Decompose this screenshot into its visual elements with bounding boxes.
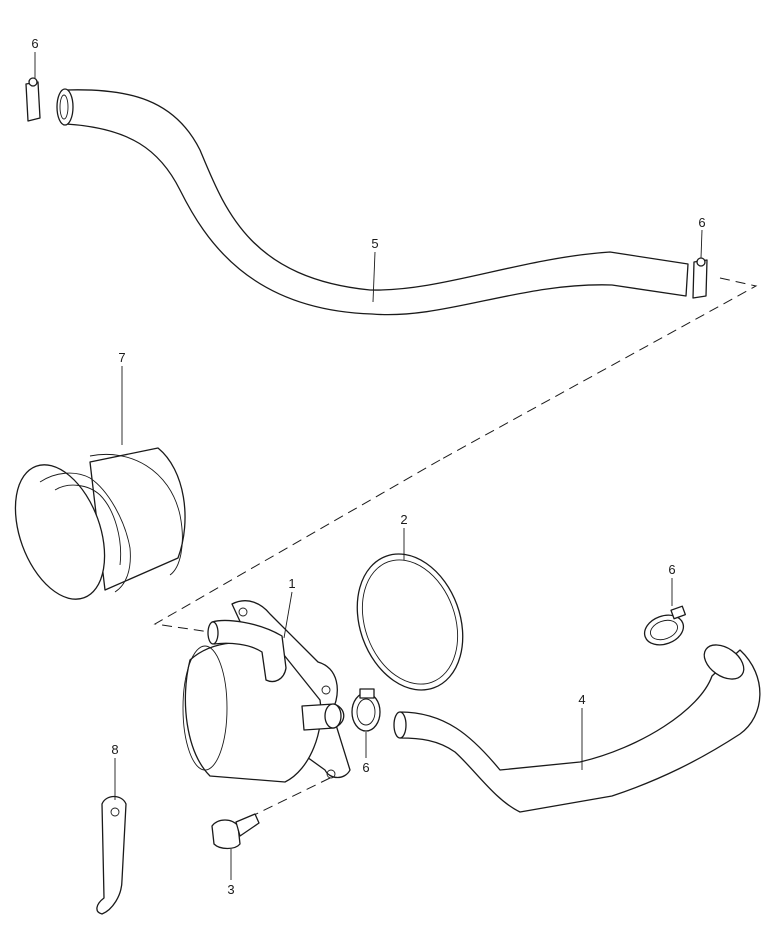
leader-lines: [34, 52, 703, 880]
callout-6d: 6: [362, 760, 369, 775]
upper-hose-part-5[interactable]: [56, 88, 689, 316]
oil-filter-part-7[interactable]: [0, 447, 186, 611]
callout-6a: 6: [31, 36, 38, 51]
callout-8: 8: [111, 742, 118, 757]
bracket-part-8[interactable]: [96, 795, 127, 915]
callout-1: 1: [288, 576, 295, 591]
hose-clamp-6b[interactable]: [692, 257, 708, 299]
assembly-reference-lines: [153, 277, 758, 819]
callout-4: 4: [578, 692, 585, 707]
callout-labels: 6 5 6 7 2 6 1 4 6 8 3: [31, 36, 705, 897]
callout-3: 3: [227, 882, 234, 897]
callout-5: 5: [371, 236, 378, 251]
hose-clamp-6c[interactable]: [640, 605, 687, 650]
callout-7: 7: [118, 350, 125, 365]
bolt-part-3[interactable]: [211, 813, 260, 850]
callout-6b: 6: [698, 215, 705, 230]
o-ring-part-2[interactable]: [339, 539, 481, 705]
callout-2: 2: [400, 512, 407, 527]
callout-6c: 6: [668, 562, 675, 577]
oil-cooler-part-1[interactable]: [182, 600, 351, 783]
hose-clamp-6d[interactable]: [351, 688, 381, 732]
hose-clamp-6a[interactable]: [25, 77, 41, 122]
lower-hose-part-4[interactable]: [393, 638, 761, 813]
